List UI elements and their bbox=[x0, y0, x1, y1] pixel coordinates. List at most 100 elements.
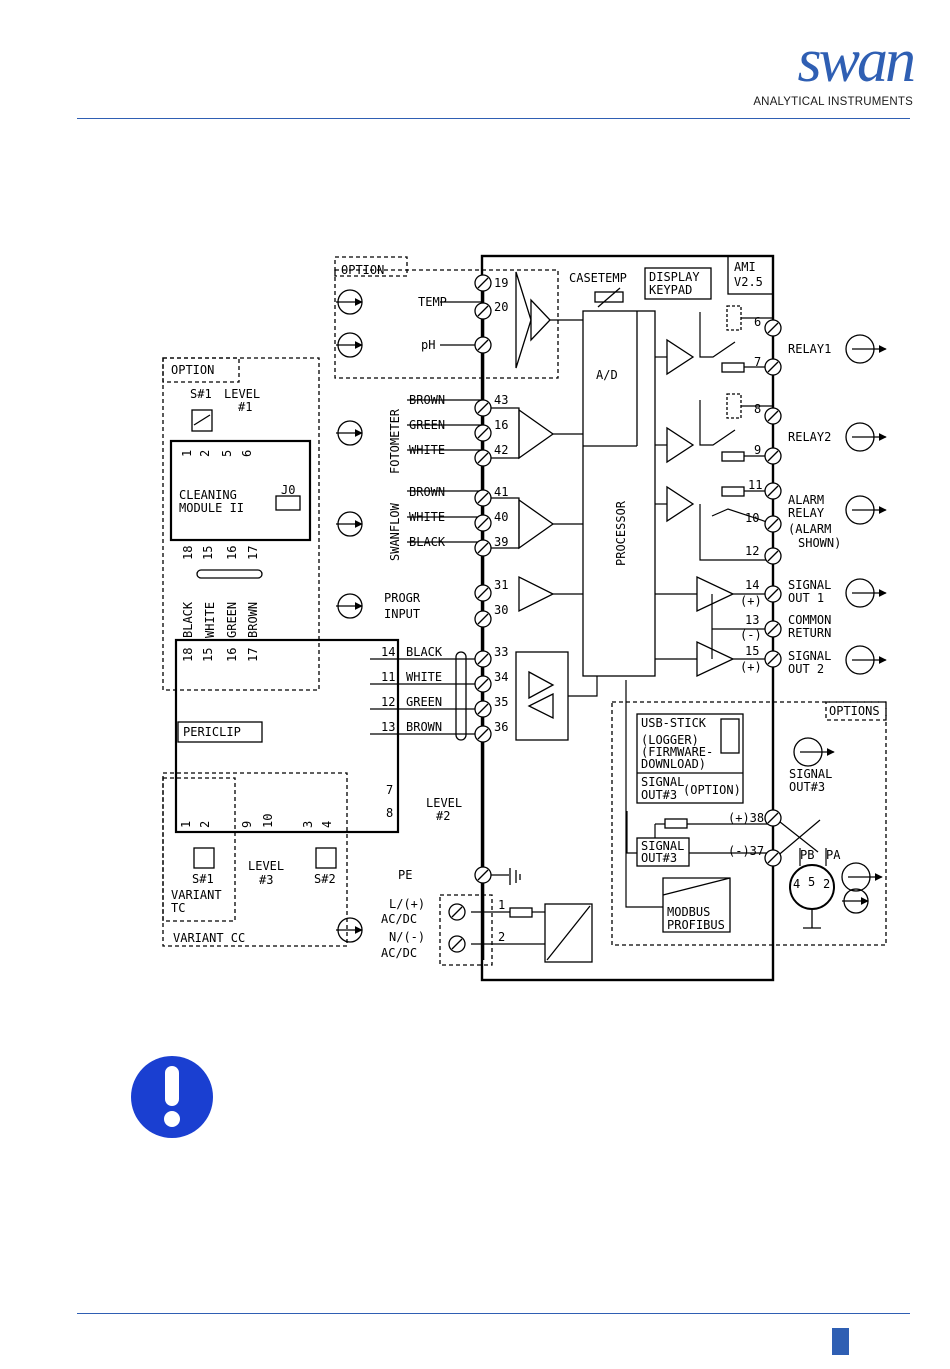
label-fot-brown: BROWN bbox=[409, 393, 445, 407]
label-cm_pins_top-3: 6 bbox=[240, 450, 254, 457]
label-sf-white: WHITE bbox=[409, 510, 445, 524]
terminal-t41-slot bbox=[477, 492, 489, 504]
label-option-left: OPTION bbox=[171, 363, 214, 377]
terminal-t13-slot bbox=[767, 623, 779, 635]
terminal-t43-slot bbox=[477, 402, 489, 414]
label-terminals-t11: 11 bbox=[748, 478, 762, 492]
label-n_ac-1: AC/DC bbox=[381, 946, 417, 960]
label-display_keypad-1: KEYPAD bbox=[649, 283, 692, 297]
label-pa: PA bbox=[826, 848, 841, 862]
label-progr_input-1: INPUT bbox=[384, 607, 420, 621]
label-cm_pins_bottom-3: 17 bbox=[246, 546, 260, 560]
label-terminals-t2: 2 bbox=[498, 930, 505, 944]
label-bottom_pins-1: 2 bbox=[198, 821, 212, 828]
label-temp: TEMP bbox=[418, 295, 447, 309]
periclip-box bbox=[174, 638, 400, 834]
label-peri_pins-3: 13 bbox=[381, 720, 395, 734]
label-usb_stick-2: (FIRMWARE- bbox=[641, 745, 713, 759]
terminal-t35-slot bbox=[477, 703, 489, 715]
label-terminals-t39: 39 bbox=[494, 535, 508, 549]
label-signal_out3_option-0: SIGNAL bbox=[641, 775, 684, 789]
page-marker bbox=[832, 1328, 849, 1355]
label-bottom_pins-0: 1 bbox=[179, 821, 193, 828]
label-signal_out1-1: OUT 1 bbox=[788, 591, 824, 605]
label-terminals-t12: 12 bbox=[745, 544, 759, 558]
label-peri_colors-1: WHITE bbox=[406, 670, 442, 684]
option-box-cleaning bbox=[162, 357, 320, 691]
label-level3-1: #3 bbox=[259, 873, 273, 887]
label-level2_pins-0: 7 bbox=[386, 783, 393, 797]
label-common_return-1: RETURN bbox=[788, 626, 831, 640]
display-keypad-box bbox=[644, 267, 712, 300]
terminal-t33-slot bbox=[477, 653, 489, 665]
label-ph: pH bbox=[421, 338, 435, 352]
label-terminals-t40: 40 bbox=[494, 510, 508, 524]
option-box-ph bbox=[334, 269, 559, 379]
label-usb_stick-3: DOWNLOAD) bbox=[641, 757, 706, 771]
terminal-t7-slot bbox=[767, 361, 779, 373]
label-version_label-1: V2.5 bbox=[734, 275, 763, 289]
options-box-right bbox=[611, 701, 887, 946]
terminal-tpe-slot bbox=[477, 869, 489, 881]
label-signal_out2-1: OUT 2 bbox=[788, 662, 824, 676]
label-terminals-t13: 13 bbox=[745, 613, 759, 627]
label-terminals-t10: 10 bbox=[745, 511, 759, 525]
label-cm_pins_bottom-1: 15 bbox=[201, 546, 215, 560]
label-alarm_relay-1: RELAY bbox=[788, 506, 825, 520]
label-s1-bottom: S#1 bbox=[192, 872, 214, 886]
label-modbus-0: MODBUS bbox=[667, 905, 710, 919]
label-terminals-t34: 34 bbox=[494, 670, 508, 684]
label-signal_out2-0: SIGNAL bbox=[788, 649, 831, 663]
label-fotometer: FOTOMETER bbox=[388, 408, 402, 474]
label-signal_out3_box-0: SIGNAL bbox=[641, 839, 684, 853]
label-cable_labels-0: BLACK bbox=[181, 601, 195, 638]
label-level2_pins-1: 8 bbox=[386, 806, 393, 820]
label-version_label-0: AMI bbox=[734, 260, 756, 274]
label-bottom_pins-5: 4 bbox=[320, 821, 334, 828]
cleaning-module-box bbox=[169, 439, 312, 542]
label-peri-pin-17: 17 bbox=[246, 648, 260, 662]
label-peri-pin-18: 18 bbox=[181, 648, 195, 662]
terminal-t37-slot bbox=[767, 852, 779, 864]
label-pb: PB bbox=[800, 848, 814, 862]
main-enclosure bbox=[480, 254, 775, 982]
label-display_keypad-0: DISPLAY bbox=[649, 270, 700, 284]
label-cable_labels-1: WHITE bbox=[203, 602, 217, 638]
footer-rule bbox=[77, 1313, 910, 1314]
label-terminals-t7: 7 bbox=[754, 355, 761, 369]
usb-stick-box bbox=[636, 713, 744, 804]
label-cable_labels-2: GREEN bbox=[225, 602, 239, 638]
label-level1-0: LEVEL bbox=[224, 387, 260, 401]
terminal-t31-slot bbox=[477, 587, 489, 599]
label-peri_colors-3: BROWN bbox=[406, 720, 442, 734]
important-exclamation-icon bbox=[131, 1056, 213, 1138]
terminal-t14-slot bbox=[767, 588, 779, 600]
terminal-t39-slot bbox=[477, 542, 489, 554]
terminal-t42-slot bbox=[477, 452, 489, 464]
label-l_ac-0: L/(+) bbox=[389, 897, 425, 911]
label-cm_pins_top-2: 5 bbox=[220, 450, 234, 457]
label-sf-brown: BROWN bbox=[409, 485, 445, 499]
terminal-t16-slot bbox=[477, 427, 489, 439]
label-bottom_pins-3: 10 bbox=[261, 814, 275, 828]
label-t37: (-)37 bbox=[728, 844, 764, 858]
swan-logo: swan ANALYTICAL INSTRUMENTS bbox=[748, 30, 916, 115]
label-alarm_relay-2: (ALARM bbox=[788, 522, 831, 536]
label-ad: A/D bbox=[596, 368, 618, 382]
label-alarm_relay-0: ALARM bbox=[788, 493, 824, 507]
modbus-box bbox=[662, 877, 731, 933]
label-l_ac-1: AC/DC bbox=[381, 912, 417, 926]
label-terminals-t42: 42 bbox=[494, 443, 508, 457]
version-box bbox=[727, 255, 774, 295]
label-alarm_relay-3: SHOWN) bbox=[798, 536, 841, 550]
label-n_ac-0: N/(-) bbox=[389, 930, 425, 944]
terminal-t38-slot bbox=[767, 812, 779, 824]
label-terminals-t33: 33 bbox=[494, 645, 508, 659]
label-peri_pins-0: 14 bbox=[381, 645, 395, 659]
processor-block bbox=[582, 310, 656, 677]
logo-subtitle: ANALYTICAL INSTRUMENTS bbox=[753, 96, 913, 108]
label-peri-pin-16: 16 bbox=[225, 648, 239, 662]
label-sf-black: BLACK bbox=[409, 535, 446, 549]
label-cm_pins_bottom-2: 16 bbox=[225, 546, 239, 560]
label-fot-green: GREEN bbox=[409, 418, 445, 432]
